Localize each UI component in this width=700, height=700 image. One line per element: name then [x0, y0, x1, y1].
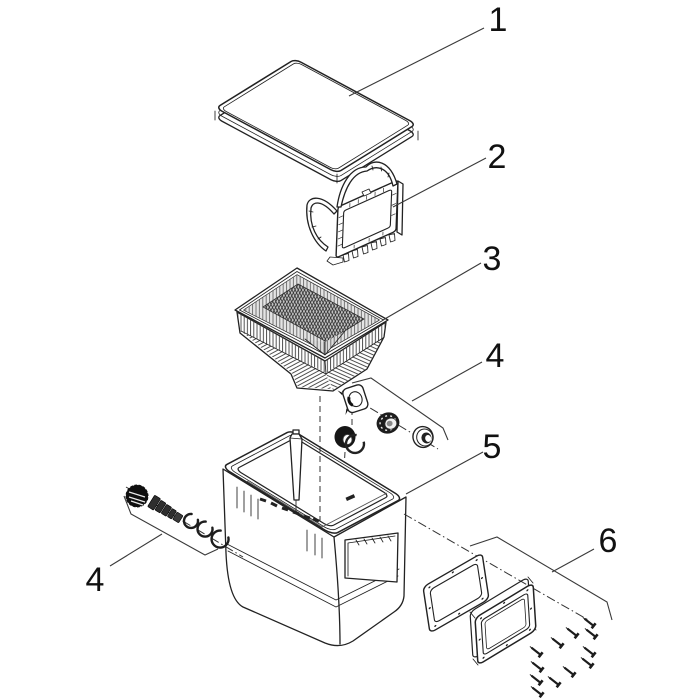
- flap-right-wing: [336, 161, 398, 208]
- part-1-lid: [215, 59, 418, 183]
- screw-set: [526, 613, 599, 699]
- callout-number-1: 1: [489, 1, 508, 39]
- part-4-fitting-set-upper: [334, 384, 439, 487]
- part-3-debris-basket: [234, 267, 389, 392]
- c-clips: [182, 512, 230, 549]
- callout-number-5: 5: [483, 428, 502, 466]
- knurled-knob: [125, 484, 149, 508]
- hose-tail: [412, 425, 434, 449]
- part-4-fitting-set-left: [125, 484, 244, 558]
- screw-icon: [527, 682, 545, 699]
- leader-line-3: [382, 262, 482, 321]
- callout-number-2: 2: [488, 138, 507, 176]
- stepped-adapter: [147, 495, 183, 523]
- bracket-6: [469, 536, 613, 621]
- screw-icon: [579, 642, 597, 659]
- clamping-frame: [470, 577, 536, 665]
- leader-line-1: [348, 27, 485, 97]
- screw-icon: [559, 662, 577, 679]
- screw-icon: [544, 672, 562, 689]
- bracket-4-upper: [351, 377, 449, 441]
- leader-line-4-left: [109, 533, 163, 567]
- screw-icon: [581, 624, 599, 641]
- callout-number-4-left: 4: [86, 561, 105, 599]
- screw-icon: [526, 642, 544, 659]
- part-6-frame-gasket-screws: [404, 513, 599, 699]
- leader-line-5: [405, 451, 484, 495]
- leader-line-6: [551, 548, 595, 573]
- flap-left-wing: [306, 197, 338, 252]
- callout-number-3: 3: [483, 240, 502, 278]
- float-rod: [289, 429, 303, 515]
- callout-layer: 1 2 3 4 5 4 6: [86, 1, 618, 621]
- floor-slots: [259, 497, 320, 523]
- leader-line-4-upper: [411, 361, 483, 402]
- screw-icon: [562, 623, 580, 640]
- ribbed-nut: [376, 412, 400, 434]
- flange-plate: [337, 384, 369, 416]
- callout-number-4-upper: 4: [486, 337, 505, 375]
- gasket: [423, 553, 489, 633]
- screw-icon: [547, 633, 565, 650]
- grommet-seal: [334, 426, 366, 455]
- screw-icon: [527, 657, 545, 674]
- leader-line-2: [392, 157, 487, 208]
- screw-icon: [526, 670, 544, 687]
- part-2-flap-frame: [307, 162, 403, 265]
- bracket-4-left: [123, 495, 219, 556]
- part-5-container-body: [222, 429, 406, 647]
- callout-number-6: 6: [599, 522, 618, 560]
